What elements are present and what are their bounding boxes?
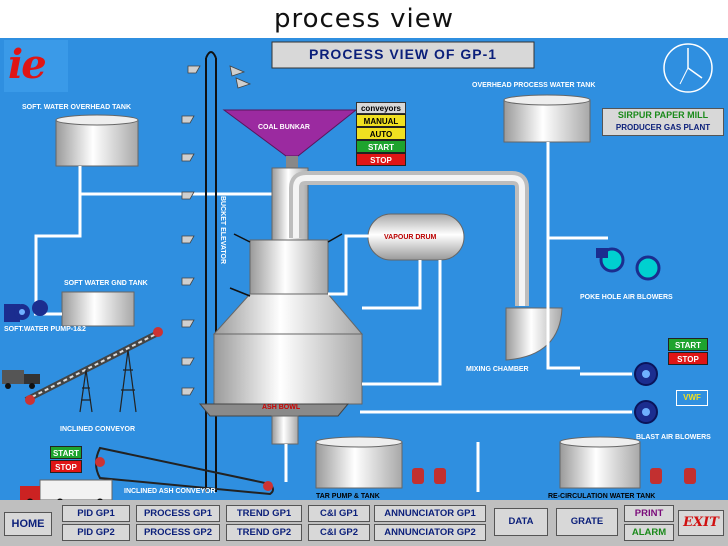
inclined-ash-conveyor-label: INCLINED ASH CONVEYOR [124, 488, 216, 495]
ash-conveyor-stop-button[interactable]: STOP [50, 460, 82, 473]
bucket-elevator-label: BUCKET ELEVATOR [219, 196, 226, 265]
overhead-process-water-tank-label: OVERHEAD PROCESS WATER TANK [472, 82, 596, 89]
gasifier-top [249, 239, 329, 295]
alarm-button[interactable]: ALARM [624, 524, 674, 541]
conveyors-title: conveyors [356, 102, 406, 114]
grate-button[interactable]: GRATE [556, 508, 618, 536]
poke-hole-air-blowers-label: POKE HOLE AIR BLOWERS [580, 294, 673, 301]
ash-truck-icon [39, 479, 113, 501]
trend-gp1-button[interactable]: TREND GP1 [226, 505, 302, 522]
tar-pump-tank-label: TAR PUMP & TANK [316, 493, 380, 500]
page-title: PROCESS VIEW OF GP-1 [308, 46, 498, 62]
conveyor-auto-button[interactable]: AUTO [356, 127, 406, 140]
conveyor-stop-button[interactable]: STOP [356, 153, 406, 166]
coal-bunker [222, 109, 358, 157]
process-gp2-button[interactable]: PROCESS GP2 [136, 524, 220, 541]
blast-air-blowers-label: BLAST AIR BLOWERS [636, 434, 711, 441]
soft-water-gnd-tank-label: SOFT WATER GND TANK [64, 280, 148, 287]
plant-name: PRODUCER GAS PLANT [615, 123, 711, 132]
annunciator-gp2-button[interactable]: ANNUNCIATOR GP2 [374, 524, 486, 541]
soft-water-gnd-tank [61, 291, 135, 327]
blower-stop-button[interactable]: STOP [668, 352, 708, 365]
mixing-chamber-label: MIXING CHAMBER [466, 366, 529, 373]
recirculation-water-tank-label: RE-CIRCULATION WATER TANK [548, 493, 656, 500]
process-gp1-button[interactable]: PROCESS GP1 [136, 505, 220, 522]
coal-bunker-label: COAL BUNKAR [258, 124, 310, 131]
navigation-bar: HOME PID GP1 PID GP2 PROCESS GP1 PROCESS… [0, 500, 728, 546]
gasifier-body [213, 333, 363, 405]
pid-gp1-button[interactable]: PID GP1 [62, 505, 130, 522]
coal-truck-icon [2, 370, 24, 384]
soft-water-overhead-tank-label: SOFT. WATER OVERHEAD TANK [22, 104, 132, 111]
conveyor-manual-button[interactable]: MANUAL [356, 114, 406, 127]
annunciator-gp1-button[interactable]: ANNUNCIATOR GP1 [374, 505, 486, 522]
company-logo: ie [8, 41, 47, 88]
logo-box [4, 40, 68, 92]
soft-water-overhead-tank [55, 119, 139, 167]
ash-conveyor-start-button[interactable]: START [50, 446, 82, 459]
vapour-drum-label: VAPOUR DRUM [384, 234, 437, 241]
vwf-label: VWF [676, 390, 708, 406]
home-button[interactable]: HOME [4, 512, 52, 536]
conveyor-start-button[interactable]: START [356, 140, 406, 153]
mixing-chamber [505, 307, 563, 361]
tar-tank [315, 441, 403, 489]
header-panel [271, 41, 535, 69]
blower-start-button[interactable]: START [668, 338, 708, 351]
data-button[interactable]: DATA [494, 508, 548, 536]
trend-gp2-button[interactable]: TREND GP2 [226, 524, 302, 541]
recirculation-water-tank [559, 441, 641, 489]
pid-gp2-button[interactable]: PID GP2 [62, 524, 130, 541]
soft-water-pump-label: SOFT.WATER PUMP-1&2 [4, 326, 86, 333]
scada-screen: ie PROCESS VIEW OF GP-1 SIRPUR PAPER MIL… [0, 38, 728, 546]
company-name-panel: SIRPUR PAPER MILL PRODUCER GAS PLANT [602, 108, 724, 136]
conveyors-panel: conveyors MANUAL AUTO START STOP [356, 102, 406, 166]
ash-bowl [198, 403, 350, 417]
exit-button[interactable]: EXIT [678, 510, 724, 536]
slide-title: process view [273, 4, 455, 34]
inclined-conveyor [24, 329, 162, 403]
ci-gp2-button[interactable]: C&I GP2 [308, 524, 370, 541]
inclined-conveyor-label: INCLINED CONVEYOR [60, 426, 136, 433]
print-button[interactable]: PRINT [624, 505, 674, 522]
overhead-process-water-tank [503, 99, 591, 143]
ci-gp1-button[interactable]: C&I GP1 [308, 505, 370, 522]
ash-bowl-label: ASH BOWL [262, 404, 301, 411]
mill-name: SIRPUR PAPER MILL [617, 110, 709, 120]
